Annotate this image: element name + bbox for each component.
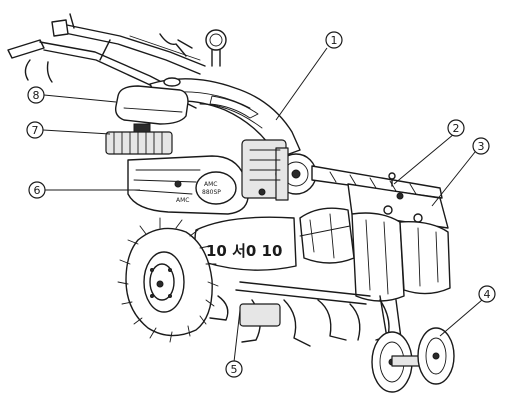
callout-2-label: 2 bbox=[453, 122, 460, 135]
callout-8-label: 8 bbox=[33, 89, 40, 102]
callout-4-label: 4 bbox=[484, 288, 491, 301]
gauge bbox=[206, 30, 226, 66]
front-guard: 10 서0 10 bbox=[195, 217, 350, 270]
callout-1: 1 bbox=[326, 32, 342, 48]
tiller-shield bbox=[300, 208, 450, 301]
callout-7-label: 7 bbox=[32, 124, 39, 137]
drive-wheel bbox=[118, 218, 218, 342]
callout-4: 4 bbox=[479, 286, 495, 302]
callout-7: 7 bbox=[27, 122, 43, 138]
gearbox bbox=[242, 140, 316, 200]
handlebar-assembly bbox=[8, 14, 205, 108]
callout-6-label: 6 bbox=[34, 184, 41, 197]
callout-6: 6 bbox=[29, 182, 45, 198]
air-filter bbox=[106, 124, 172, 154]
engine-cover: AMC 880SP AMC bbox=[128, 156, 248, 214]
fuel-tank bbox=[116, 78, 188, 124]
callout-3-label: 3 bbox=[478, 140, 485, 153]
callout-5: 5 bbox=[226, 361, 242, 377]
callout-5-label: 5 bbox=[231, 363, 238, 376]
engine-decal-line1: AMC bbox=[204, 181, 217, 188]
callout-1-label: 1 bbox=[331, 34, 338, 47]
callout-2: 2 bbox=[448, 120, 464, 136]
engine-decal-line2: 880SP bbox=[202, 189, 221, 196]
depth-wheels bbox=[372, 296, 454, 392]
callout-leaders bbox=[43, 48, 482, 362]
small-decal: AMC bbox=[176, 197, 189, 204]
guard-decal: 10 서0 10 bbox=[206, 242, 282, 260]
callout-3: 3 bbox=[473, 138, 489, 154]
callout-8: 8 bbox=[28, 87, 44, 103]
tiller-tines bbox=[210, 282, 389, 346]
left-grip bbox=[8, 40, 44, 58]
